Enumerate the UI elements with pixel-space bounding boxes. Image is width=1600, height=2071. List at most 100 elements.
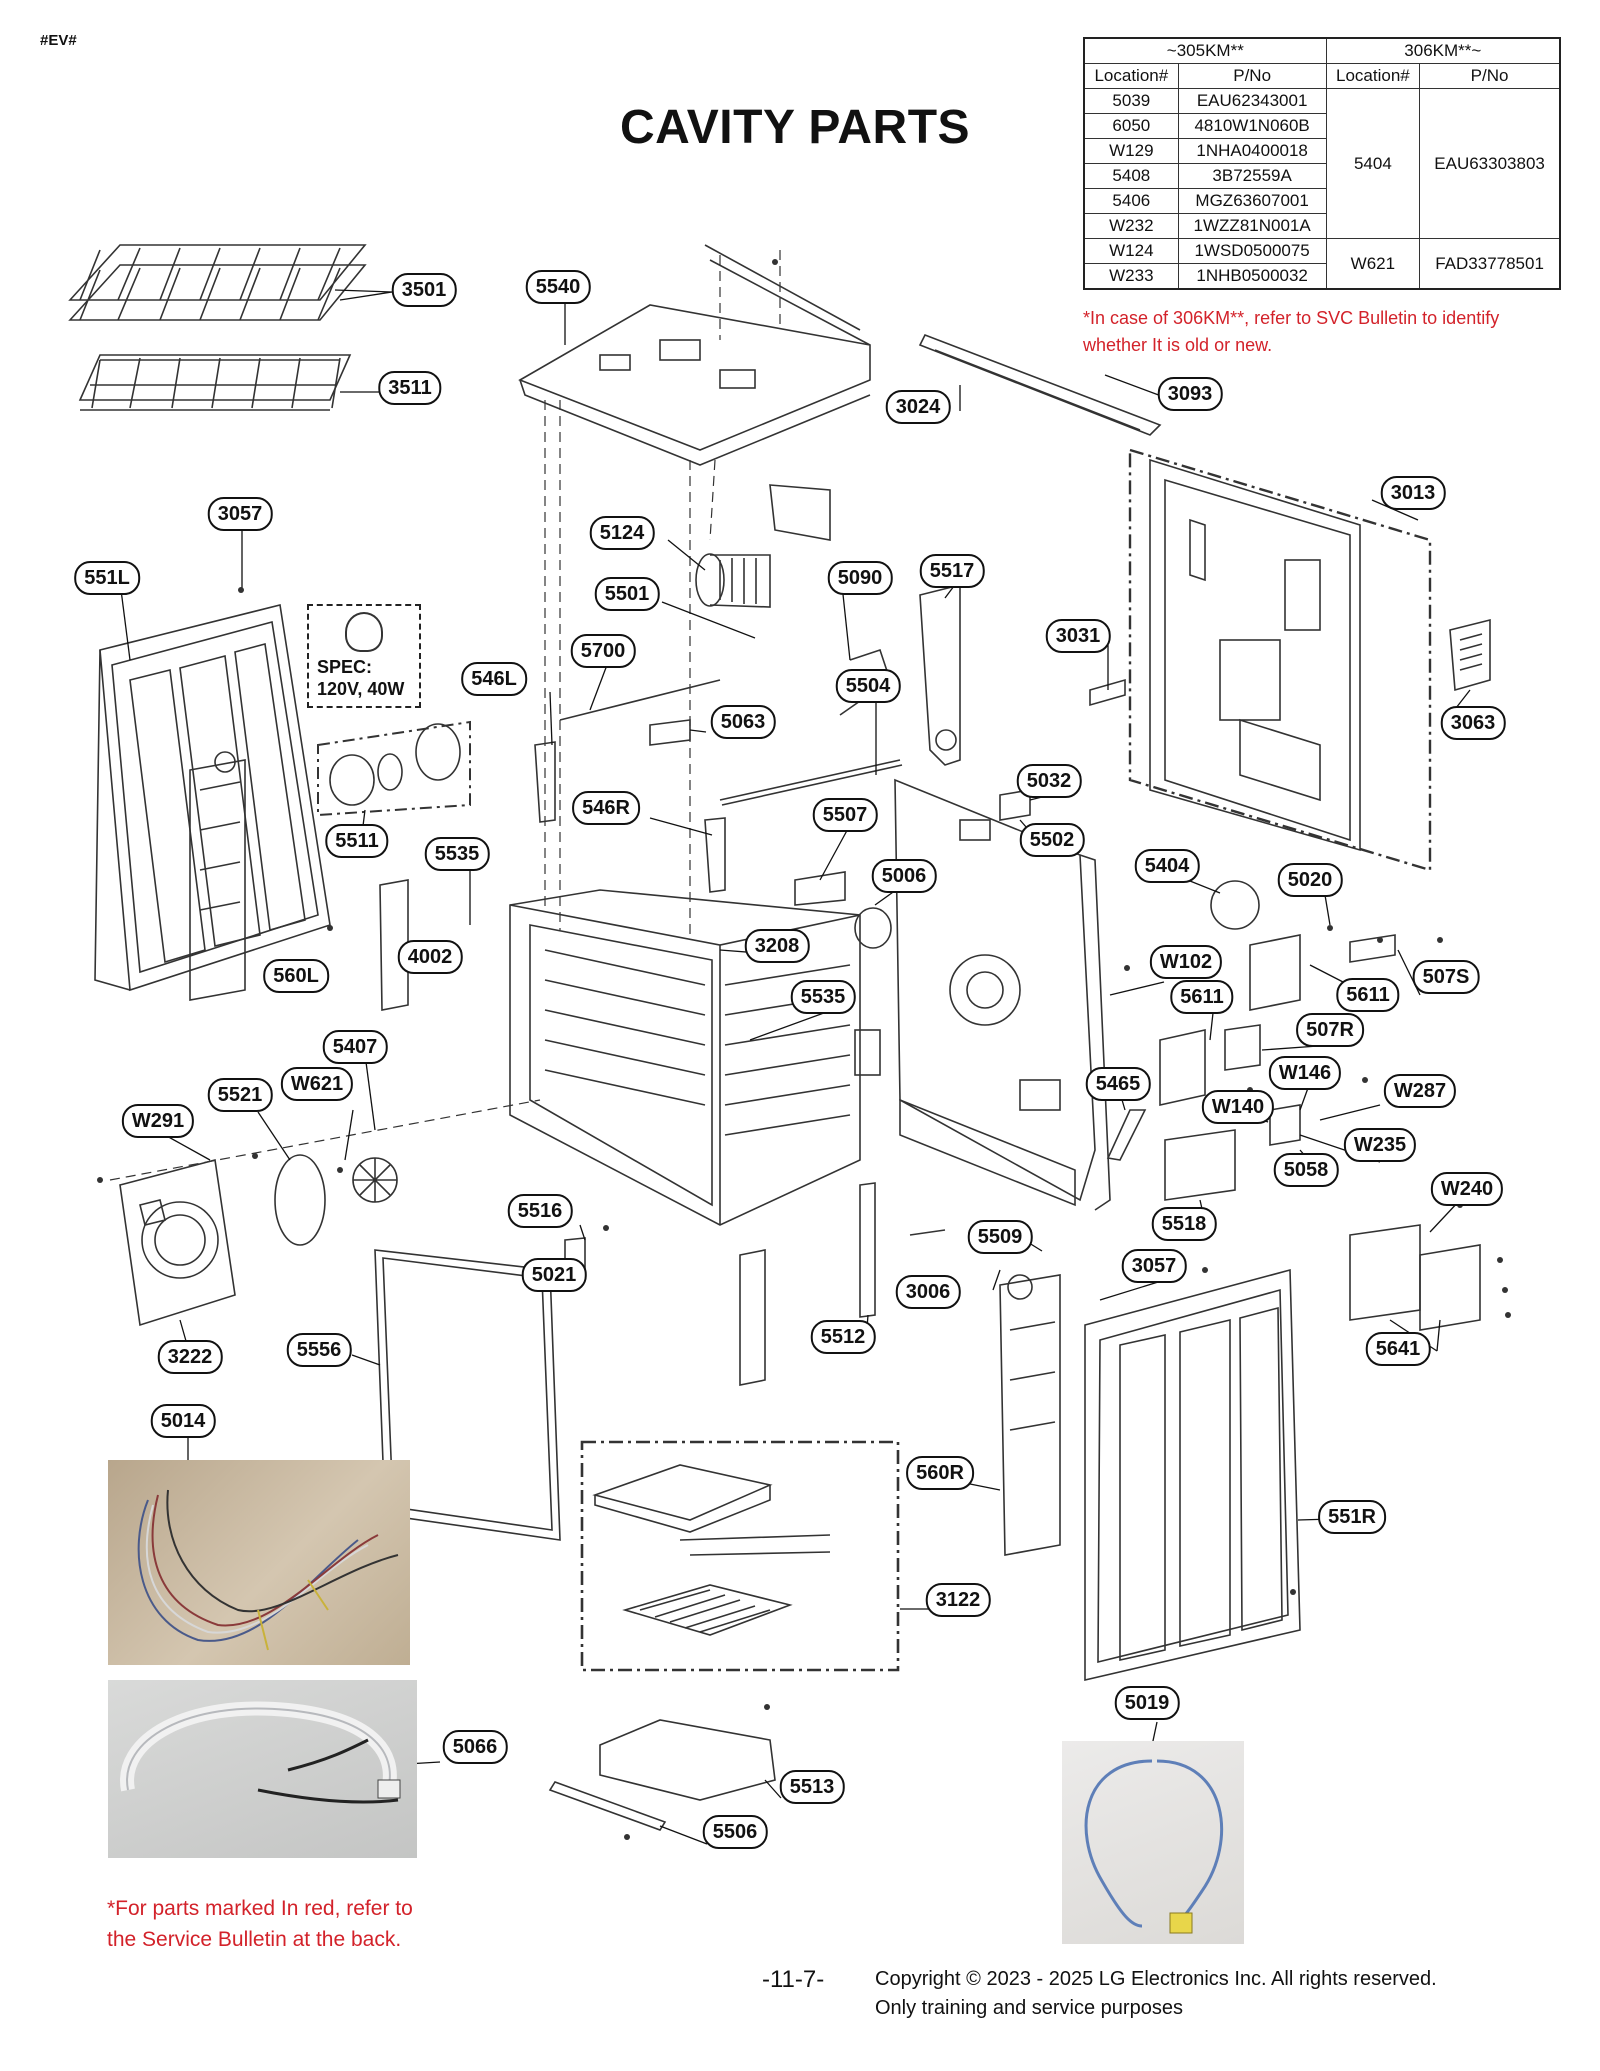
table-cell-pno: 3B72559A: [1177, 163, 1327, 189]
photo-wire-harness-5014: [108, 1460, 410, 1665]
callout-5504: 5504: [835, 669, 901, 703]
bulletin-note-line2: whether It is old or new.: [1083, 335, 1273, 355]
callout-3057: 3057: [207, 497, 273, 531]
copyright-line1: Copyright © 2023 - 2025 LG Electronics I…: [875, 1968, 1437, 1990]
top-plate-5540: [518, 304, 871, 466]
group-right-header: 306KM**~: [1325, 37, 1561, 64]
callout-W621: W621: [280, 1067, 354, 1101]
table-row: W232 1WZZ81N001A: [1083, 213, 1560, 239]
vent-rail-3024: [918, 333, 1162, 436]
bottom-assembly-3122: [580, 1440, 900, 1672]
bracket-5512: [859, 1182, 876, 1318]
table-cell-right-loc: 5404: [1325, 88, 1421, 239]
callout-551R: 551R: [1318, 1500, 1386, 1534]
callout-3057-right: 3057: [1121, 1249, 1187, 1283]
callout-4002: 4002: [397, 940, 463, 974]
callout-5502: 5502: [1019, 823, 1085, 857]
callout-W287: W287: [1383, 1074, 1457, 1108]
rod-5504: [719, 759, 903, 806]
part-number-table: ~305KM** 306KM**~ Location# P/No Locatio…: [1083, 37, 1561, 290]
spec-label: SPEC:: [317, 657, 373, 677]
table-cell-right-pno: EAU63303803: [1419, 88, 1561, 239]
convection-fan-5407: [352, 1157, 398, 1203]
callout-W102: W102: [1149, 945, 1223, 979]
callout-5611-right: 5611: [1336, 978, 1400, 1012]
table-cell-loc: W129: [1083, 138, 1179, 164]
table-cell-pno: 1NHB0500032: [1177, 263, 1327, 290]
table-row: W233 1NHB0500032: [1083, 263, 1560, 290]
callout-W140: W140: [1201, 1090, 1275, 1124]
table-column-header-row: Location# P/No Location# P/No: [1083, 63, 1561, 89]
bracket-3063: [1449, 618, 1491, 692]
callout-5611-upper: 5611: [1170, 980, 1234, 1014]
callout-5019: 5019: [1114, 1686, 1180, 1720]
callout-3122: 3122: [925, 1583, 991, 1617]
callout-3501: 3501: [391, 273, 457, 307]
part-5006: [854, 907, 892, 949]
bracket-5611b: [1159, 1029, 1206, 1106]
callout-546L: 546L: [461, 662, 527, 696]
callout-5407: 5407: [322, 1030, 388, 1064]
table-cell-right-loc: W621: [1325, 238, 1421, 290]
board-507S: [1349, 934, 1396, 963]
spec-value: 120V, 40W: [317, 679, 405, 699]
callout-5058: 5058: [1273, 1153, 1339, 1187]
oven-rack-3511: [78, 354, 352, 411]
callout-3208: 3208: [744, 929, 810, 963]
callout-W240: W240: [1430, 1172, 1504, 1206]
part-5507: [794, 871, 846, 906]
callout-546R: 546R: [572, 791, 640, 825]
callout-5521: 5521: [207, 1078, 273, 1112]
callout-5511: 5511: [325, 824, 389, 858]
table-row: W124 1WSD0500075 W621 FAD33778501: [1083, 238, 1561, 290]
callout-5032: 5032: [1016, 764, 1082, 798]
callout-507R: 507R: [1296, 1013, 1364, 1047]
callout-5507: 5507: [812, 798, 878, 832]
callout-3024: 3024: [885, 390, 951, 424]
callout-5535-cavity: 5535: [790, 980, 856, 1014]
duct-5517: [919, 583, 961, 766]
table-cell-loc: 5406: [1083, 188, 1179, 214]
callout-5556: 5556: [286, 1333, 352, 1367]
bracket-5611a: [1249, 934, 1301, 1011]
bake-element-5513: [599, 1719, 776, 1801]
callout-5517: 5517: [919, 554, 985, 588]
callout-5641: 5641: [1365, 1332, 1431, 1366]
bar-5506: [548, 1781, 667, 1831]
oven-rack-3501: [68, 244, 367, 321]
callout-560R: 560R: [906, 1456, 974, 1490]
table-group-header-row: ~305KM** 306KM**~: [1083, 37, 1561, 64]
footer-note-line1: *For parts marked In red, refer to: [107, 1897, 413, 1920]
callout-5124: 5124: [589, 516, 655, 550]
table-cell-pno: 1WSD0500075: [1177, 238, 1327, 264]
callout-W235: W235: [1343, 1128, 1417, 1162]
side-panel-551L: [94, 604, 331, 992]
copyright: Copyright © 2023 - 2025 LG Electronics I…: [875, 1965, 1437, 2023]
photo-harness-5066: [108, 1680, 417, 1858]
bulletin-note-line1: *In case of 306KM**, refer to SVC Bullet…: [1083, 308, 1500, 328]
cooling-fan-5124: [695, 484, 831, 608]
callout-560L: 560L: [263, 959, 329, 993]
convection-cover-3222: [119, 1158, 236, 1327]
back-panel-3013: [1128, 448, 1432, 872]
bracket-5518: [1164, 1129, 1236, 1201]
bezel-4002: [379, 879, 409, 1011]
photo-wire-5019: [1062, 1741, 1244, 1944]
motor-5404: [1210, 880, 1260, 930]
callout-5014: 5014: [150, 1404, 216, 1438]
callout-5535: 5535: [424, 837, 490, 871]
table-cell-loc: W233: [1083, 263, 1179, 290]
bracket-560R: [999, 1274, 1061, 1556]
part-5063: [649, 719, 691, 746]
table-row: 5039 EAU62343001 5404 EAU63303803: [1083, 88, 1561, 239]
lamp-assembly-5511: [317, 720, 471, 817]
callout-5540: 5540: [525, 270, 591, 304]
table-cell-loc: 5039: [1083, 88, 1179, 114]
footer-note-line2: the Service Bulletin at the back.: [107, 1928, 402, 1951]
side-panel-551R: [1084, 1268, 1301, 1682]
callout-5518: 5518: [1151, 1207, 1217, 1241]
callout-5501: 5501: [594, 577, 660, 611]
table-cell-pno: 1NHA0400018: [1177, 138, 1327, 164]
bracket-5641: [1349, 1224, 1481, 1331]
callout-W146: W146: [1268, 1056, 1342, 1090]
